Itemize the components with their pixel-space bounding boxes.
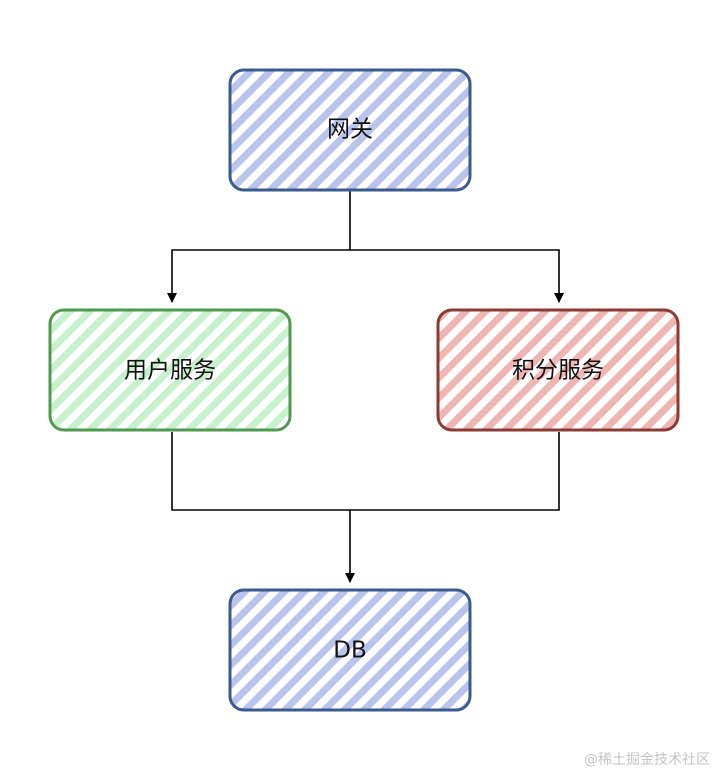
node-db-box (228, 588, 472, 712)
edge-gateway-user-service (167, 190, 351, 303)
node-gateway[interactable]: 网关 (228, 68, 472, 192)
node-points-service[interactable]: 积分服务 (436, 308, 680, 432)
edge-gateway-points-service (350, 249, 564, 303)
edge-points-service-db (350, 432, 560, 511)
edge-user-service-db (171, 432, 355, 583)
connectors (167, 190, 564, 583)
node-db-label: DB (333, 638, 367, 664)
node-gateway-box (228, 68, 472, 192)
node-user-service-box (48, 308, 292, 432)
node-points-service-box (436, 308, 680, 432)
node-user-service-label: 用户服务 (124, 358, 216, 384)
node-points-service-label: 积分服务 (512, 358, 604, 384)
watermark-text: @稀土掘金技术社区 (584, 752, 710, 768)
node-gateway-label: 网关 (327, 117, 373, 143)
node-user-service[interactable]: 用户服务 (48, 308, 292, 432)
node-db[interactable]: DB (228, 588, 472, 712)
